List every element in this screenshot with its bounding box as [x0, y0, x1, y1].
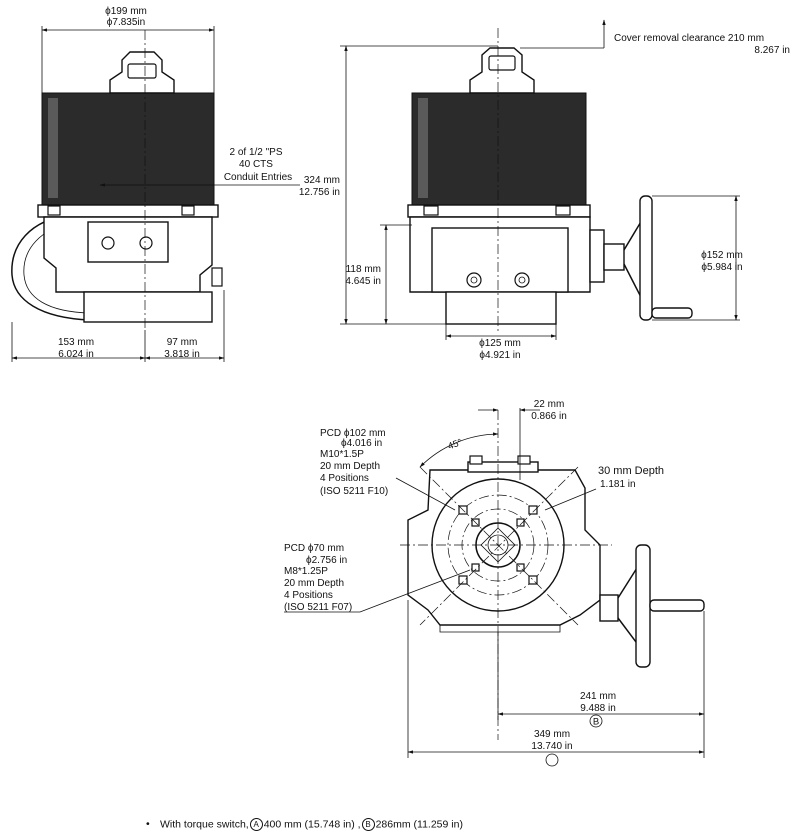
- bolt-hole-f10-2: [528, 505, 538, 515]
- offset-mm: 22 mm: [534, 399, 565, 410]
- conduit-label-1: 2 of 1/2 "PS: [229, 147, 282, 158]
- pcd1-line5: 4 Positions: [320, 473, 369, 484]
- mark-a-symbol: A: [249, 818, 263, 831]
- handwheel-dia-mm: ϕ152 mm: [701, 250, 743, 261]
- angle-label: 45°: [447, 437, 464, 452]
- cover-clearance-label: Cover removal clearance 210 mm: [614, 33, 764, 44]
- pcd1-line1: PCD ϕ102 mm: [320, 428, 386, 439]
- height-mm: 324 mm: [304, 175, 340, 186]
- handwheel-rim: [11, 214, 91, 321]
- handwheel-grip-bottom: [649, 599, 705, 612]
- bolt-hole-f07-3: [471, 563, 480, 572]
- conduit-boss: [87, 221, 169, 263]
- handwheel-grip: [651, 307, 693, 319]
- bottom-view: [284, 408, 705, 767]
- height-in: 12.756 in: [299, 187, 340, 198]
- base-height-in: 4.645 in: [345, 276, 381, 287]
- pcd2-line4: 20 mm Depth: [284, 578, 344, 589]
- actuator-cover-side: [411, 92, 587, 206]
- footnote-prefix: With torque switch,: [160, 818, 249, 831]
- flange-dia-in: ϕ4.921 in: [479, 350, 520, 361]
- pcd2-line3: M8*1.25P: [284, 566, 328, 577]
- handwheel-side: [639, 195, 653, 321]
- pcd1-line6: (ISO 5211 F10): [320, 486, 388, 497]
- total-width-mm: 349 mm: [534, 729, 570, 740]
- pcd2-line5: 4 Positions: [284, 590, 333, 601]
- total-width-in: 13.740 in: [531, 741, 572, 752]
- base-flange-side: [445, 291, 557, 325]
- handwheel-bottom: [635, 544, 651, 668]
- pcd1-line2: ϕ4.016 in: [341, 438, 382, 449]
- dia-top-mm: ϕ199 mm: [105, 6, 147, 17]
- bolt-hole-f07-4: [516, 563, 525, 572]
- actuator-cover: [41, 92, 215, 206]
- mark-b-symbol: B: [361, 818, 375, 831]
- conduit-label-3: Conduit Entries: [224, 172, 292, 183]
- flange-dia-mm: ϕ125 mm: [479, 338, 521, 349]
- right-width-mm: 97 mm: [167, 337, 198, 348]
- dim-b-in: 9.488 in: [580, 703, 616, 714]
- conduit-label-2: 40 CTS: [239, 159, 273, 170]
- base-flange: [83, 291, 213, 323]
- mark-b-circle: [589, 714, 603, 728]
- bullet-glyph: •: [146, 818, 150, 831]
- pcd2-line2: ϕ2.756 in: [306, 555, 347, 566]
- bolt-hole-f10-3: [458, 575, 468, 585]
- side-view: [340, 19, 740, 340]
- pcd2-line1: PCD ϕ70 mm: [284, 543, 344, 554]
- depth-mm: 30 mm Depth: [598, 465, 664, 477]
- pcd2-line6: (ISO 5211 F07): [284, 602, 352, 613]
- cover-clearance-in: 8.267 in: [754, 45, 790, 56]
- angle-arc: [419, 432, 499, 468]
- depth-in: 1.181 in: [600, 479, 636, 490]
- mark-b-letter: B: [593, 717, 599, 728]
- conduit-entry-1: [101, 236, 115, 250]
- pcd1-line4: 20 mm Depth: [320, 461, 380, 472]
- offset-in: 0.866 in: [531, 411, 567, 422]
- front-view: [11, 26, 300, 362]
- pcd1-line3: M10*1.5P: [320, 449, 364, 460]
- bolt-hole-f07-2: [516, 518, 525, 527]
- footnote-a-value: 400 mm (15.748 in) ,: [263, 818, 361, 831]
- base-height-mm: 118 mm: [346, 264, 381, 275]
- footnote-b-value: 286mm (11.259 in): [375, 818, 463, 831]
- left-width-mm: 153 mm: [58, 337, 94, 348]
- conduit-entry-2: [139, 236, 153, 250]
- left-width-in: 6.024 in: [58, 349, 94, 360]
- handwheel-dia-in: ϕ5.984 in: [701, 262, 742, 273]
- mark-a-circle: [545, 753, 559, 767]
- dim-b-mm: 241 mm: [580, 691, 616, 702]
- right-width-in: 3.818 in: [164, 349, 200, 360]
- bolt-hole-f10-4: [528, 575, 538, 585]
- dia-top-in: ϕ7.835in: [107, 17, 145, 28]
